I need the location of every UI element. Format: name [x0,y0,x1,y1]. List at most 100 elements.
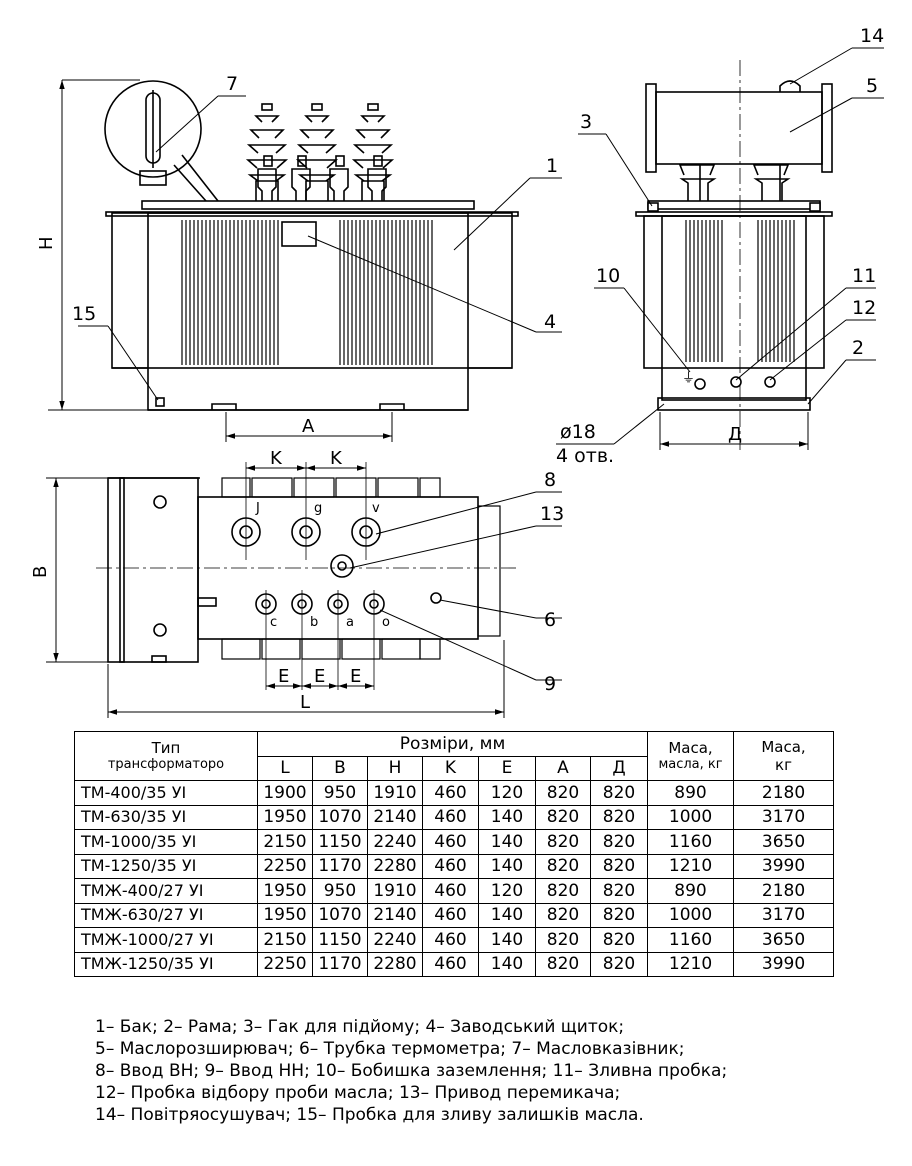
terminal-labels: J g v c b a o [255,501,390,630]
value-cell: 1160 [647,927,735,953]
value-cell: 140 [478,951,536,977]
dim-label-E2: E [314,666,325,687]
value-cell: 1210 [647,951,735,977]
value-cell: 460 [422,804,479,830]
value-cell: 2180 [733,780,835,806]
callout-13: 13 [540,503,564,525]
value-cell: 1150 [312,829,368,855]
value-cell: 460 [422,780,479,806]
callout-12: 12 [852,297,876,319]
callout-1: 1 [546,155,558,177]
value-cell: 460 [422,853,479,879]
transformer-type-cell: ТМЖ-1250/35 УІ [74,951,258,977]
terminal-lv-1: c [270,615,277,630]
value-cell: 120 [478,878,536,904]
transformer-type-cell: ТМ-1250/35 УІ [74,853,258,879]
dimension-labels: H A Д K K E E E B L ø18 4 отв. [30,236,742,713]
value-cell: 1070 [312,804,368,830]
callout-11: 11 [852,265,876,287]
transformer-drawing: ⏚ [30,25,884,718]
value-cell: 820 [535,853,591,879]
value-cell: 1210 [647,853,735,879]
oil-mass-header-line2: масла, кг [658,757,723,772]
value-cell: 2140 [367,804,423,830]
dim-label-H: H [36,236,57,250]
value-cell: 820 [535,878,591,904]
value-cell: 820 [589,853,649,879]
value-cell: 140 [478,829,536,855]
value-cell: 820 [589,878,649,904]
col-K: K [422,755,479,781]
specifications-table: Тип трансформаторо Розміри, мм Маса, мас… [74,731,835,977]
mass-header-line1: Маса, [761,738,806,756]
type-header-line1: Тип [151,739,181,757]
value-cell: 140 [478,902,536,928]
value-cell: 820 [589,927,649,953]
dim-label-E1: E [278,666,289,687]
transformer-type-cell: ТМЖ-400/27 УІ [74,878,258,904]
transformer-type-cell: ТМ-400/35 УІ [74,780,258,806]
value-cell: 2240 [367,829,423,855]
terminal-hv-3: v [372,501,380,516]
value-cell: 1950 [257,878,313,904]
col-B: B [312,755,368,781]
value-cell: 2180 [733,878,835,904]
transformer-type-cell: ТМ-1000/35 УІ [74,829,258,855]
dim-columns-row: L B H K E A Д [75,755,834,781]
col-L: L [257,755,313,781]
dim-label-L: L [300,692,310,713]
callout-10: 10 [596,265,620,287]
side-view: ⏚ [556,47,884,450]
value-cell: 460 [422,829,479,855]
value-cell: 2150 [257,829,313,855]
value-cell: 140 [478,927,536,953]
value-cell: 820 [535,902,591,928]
value-cell: 1950 [257,902,313,928]
value-cell: 140 [478,804,536,830]
oil-mass-header-line1: Маса, [668,739,713,757]
value-cell: 890 [647,780,735,806]
dim-label-E3: E [350,666,361,687]
callout-4: 4 [544,311,556,333]
type-header: Тип трансформаторо [74,731,258,781]
value-cell: 820 [535,829,591,855]
dim-label-A: A [302,416,315,437]
value-cell: 460 [422,878,479,904]
oil-mass-header: Маса, масла, кг [647,731,735,781]
callout-8: 8 [544,469,556,491]
callout-5: 5 [866,75,878,97]
value-cell: 3170 [733,902,835,928]
legend: 1– Бак; 2– Рама; 3– Гак для підйому; 4– … [95,1016,895,1126]
terminal-lv-3: a [346,615,354,630]
value-cell: 2240 [367,927,423,953]
type-header-line2: трансформаторо [107,757,225,772]
terminal-lv-4: o [382,615,390,630]
callout-2: 2 [852,337,864,359]
callout-7: 7 [226,73,238,95]
value-cell: 2150 [257,927,313,953]
dimensions-header: Розміри, мм [256,731,649,757]
col-D: Д [589,755,649,781]
value-cell: 2250 [257,951,313,977]
value-cell: 460 [422,927,479,953]
value-cell: 950 [312,878,368,904]
dim-label-K1: K [270,448,283,469]
svg-text:⏚: ⏚ [682,371,695,386]
dim-label-D: Д [728,424,742,445]
dim-label-K2: K [330,448,343,469]
value-cell: 950 [312,780,368,806]
callout-9: 9 [544,673,556,695]
terminal-lv-2: b [310,615,318,630]
value-cell: 1900 [257,780,313,806]
value-cell: 1160 [647,829,735,855]
callout-6: 6 [544,609,556,631]
value-cell: 3990 [733,853,835,879]
value-cell: 1950 [257,804,313,830]
legend-line: 8– Ввод ВН; 9– Ввод НН; 10– Бобишка зазе… [95,1061,728,1081]
